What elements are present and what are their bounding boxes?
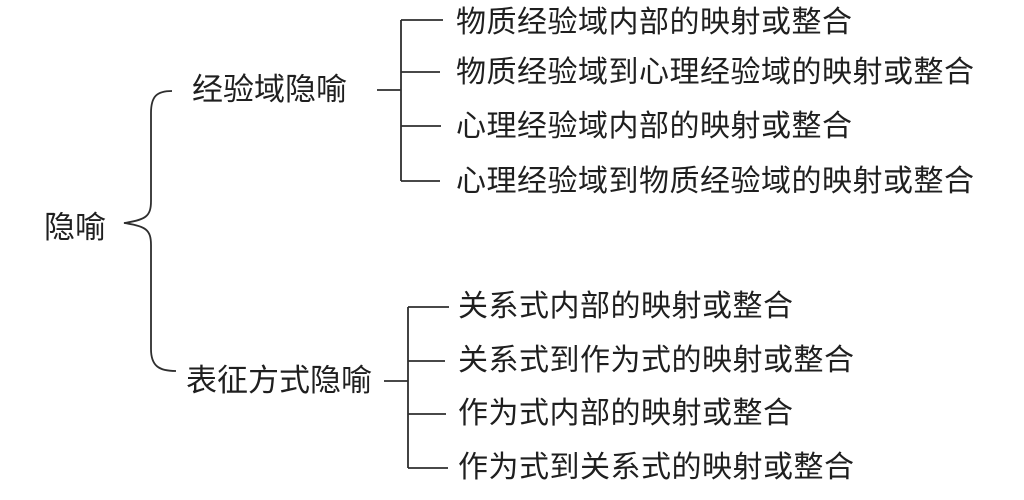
root-brace (123, 90, 177, 372)
leaf-item: 心理经验域内部的映射或整合 (456, 109, 853, 143)
leaf-item: 物质经验域内部的映射或整合 (456, 5, 853, 39)
leaf-item: 关系式内部的映射或整合 (458, 289, 794, 323)
leaf-item: 作为式内部的映射或整合 (458, 396, 794, 430)
root-label: 隐喻 (44, 210, 106, 246)
leaf-item: 关系式到作为式的映射或整合 (458, 343, 855, 377)
leaf-item: 物质经验域到心理经验域的映射或整合 (456, 55, 975, 89)
branch-label-experiential-domain: 经验域隐喻 (192, 72, 347, 108)
branch-label-representation-mode: 表征方式隐喻 (186, 363, 372, 399)
leaf-item: 心理经验域到物质经验域的映射或整合 (456, 164, 975, 198)
leaf-item: 作为式到关系式的映射或整合 (458, 450, 855, 484)
